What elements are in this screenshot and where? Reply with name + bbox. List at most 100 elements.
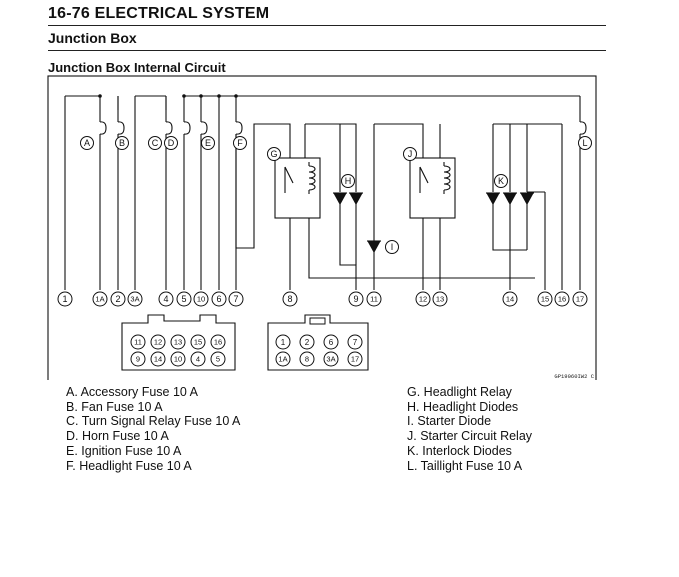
diode-symbol <box>349 192 363 206</box>
label-circle <box>130 351 146 367</box>
label-circle <box>228 291 244 307</box>
label-circle <box>190 334 206 350</box>
pin-16: 16 <box>210 334 226 350</box>
label-circle <box>201 136 215 150</box>
label-circle <box>341 174 355 188</box>
wire <box>374 123 424 158</box>
terminal-2: 2 <box>110 291 126 307</box>
component-tag-e: E <box>201 136 215 150</box>
label-circle <box>176 291 192 307</box>
label-text: 1A <box>278 355 287 364</box>
label-text: 11 <box>134 338 142 347</box>
label-circle <box>537 291 553 307</box>
label-circle <box>148 136 162 150</box>
terminal-5: 5 <box>176 291 192 307</box>
legend-item: G. Headlight Relay <box>407 385 512 399</box>
component-tag-k: K <box>494 174 508 188</box>
pin-4: 4 <box>190 351 206 367</box>
relay-switch <box>284 166 294 184</box>
terminal-17: 17 <box>572 291 588 307</box>
label-circle <box>115 136 129 150</box>
pin-5: 5 <box>210 351 226 367</box>
relay-coil <box>308 165 316 191</box>
label-circle <box>158 291 174 307</box>
legend-item: H. Headlight Diodes <box>407 399 519 414</box>
component-tag-j: J <box>403 147 417 161</box>
label-circle <box>211 291 227 307</box>
label-circle <box>282 291 298 307</box>
pin-10: 10 <box>170 351 186 367</box>
legend-item: J. Starter Circuit Relay <box>407 429 533 444</box>
fuse-symbol <box>200 121 208 135</box>
pin-13: 13 <box>170 334 186 350</box>
label-circle <box>347 351 363 367</box>
page-title: 16-76 ELECTRICAL SYSTEM <box>48 5 270 22</box>
label-circle <box>130 334 146 350</box>
connector-left <box>121 314 236 371</box>
label-text: 2 <box>305 338 310 347</box>
terminal-4: 4 <box>158 291 174 307</box>
label-text: 12 <box>154 338 162 347</box>
terminal-10: 10 <box>193 291 209 307</box>
label-text: 17 <box>351 355 359 364</box>
label-circle <box>57 291 73 307</box>
wire <box>305 123 357 192</box>
relay-box <box>409 157 456 219</box>
pin-3a: 3A <box>323 351 339 367</box>
label-text: F <box>237 138 243 148</box>
pin-1a: 1A <box>275 351 291 367</box>
fuse-symbol <box>165 121 173 135</box>
label-circle <box>150 351 166 367</box>
label-circle <box>210 334 226 350</box>
terminal-6: 6 <box>211 291 227 307</box>
relay-switch <box>419 166 429 184</box>
label-circle <box>348 291 364 307</box>
pin-2: 2 <box>299 334 315 350</box>
label-circle <box>299 334 315 350</box>
label-text: 2 <box>115 294 120 304</box>
diode-symbol <box>367 240 381 254</box>
label-text: 17 <box>576 295 584 304</box>
component-tag-i: I <box>385 240 399 254</box>
label-circle <box>323 334 339 350</box>
diode-symbol <box>486 192 500 206</box>
label-text: 16 <box>558 295 566 304</box>
terminal-11: 11 <box>366 291 382 307</box>
label-circle <box>92 291 108 307</box>
label-circle <box>275 351 291 367</box>
pin-1: 1 <box>275 334 291 350</box>
label-circle <box>193 291 209 307</box>
fuse-symbol <box>117 121 125 135</box>
label-text: 15 <box>541 295 549 304</box>
label-circle <box>323 351 339 367</box>
label-text: 12 <box>419 295 427 304</box>
component-tag-a: A <box>80 136 94 150</box>
label-circle <box>170 334 186 350</box>
label-text: 1 <box>62 294 67 304</box>
legend-item: C. Turn Signal Relay Fuse 10 A <box>66 414 241 429</box>
fuse-symbol <box>183 121 191 135</box>
component-tag-l: L <box>578 136 592 150</box>
diode-symbol <box>333 192 347 206</box>
page-subtitle: Junction Box <box>48 30 137 46</box>
label-text: 9 <box>136 355 140 364</box>
relay-box <box>274 157 321 219</box>
fuse-symbol <box>235 121 243 135</box>
title-divider <box>48 25 606 26</box>
label-text: 6 <box>216 294 221 304</box>
label-text: 3A <box>326 355 335 364</box>
fuse-symbol <box>579 121 587 135</box>
wire <box>308 218 535 279</box>
component-tag-d: D <box>164 136 178 150</box>
label-circle <box>275 334 291 350</box>
terminal-16: 16 <box>554 291 570 307</box>
label-text: 15 <box>194 338 202 347</box>
label-circle <box>347 334 363 350</box>
label-text: 13 <box>436 295 444 304</box>
pin-7: 7 <box>347 334 363 350</box>
label-text: 1 <box>281 338 286 347</box>
subtitle-divider <box>48 50 606 51</box>
label-circle <box>502 291 518 307</box>
label-text: 7 <box>353 338 358 347</box>
label-text: J <box>408 149 413 159</box>
